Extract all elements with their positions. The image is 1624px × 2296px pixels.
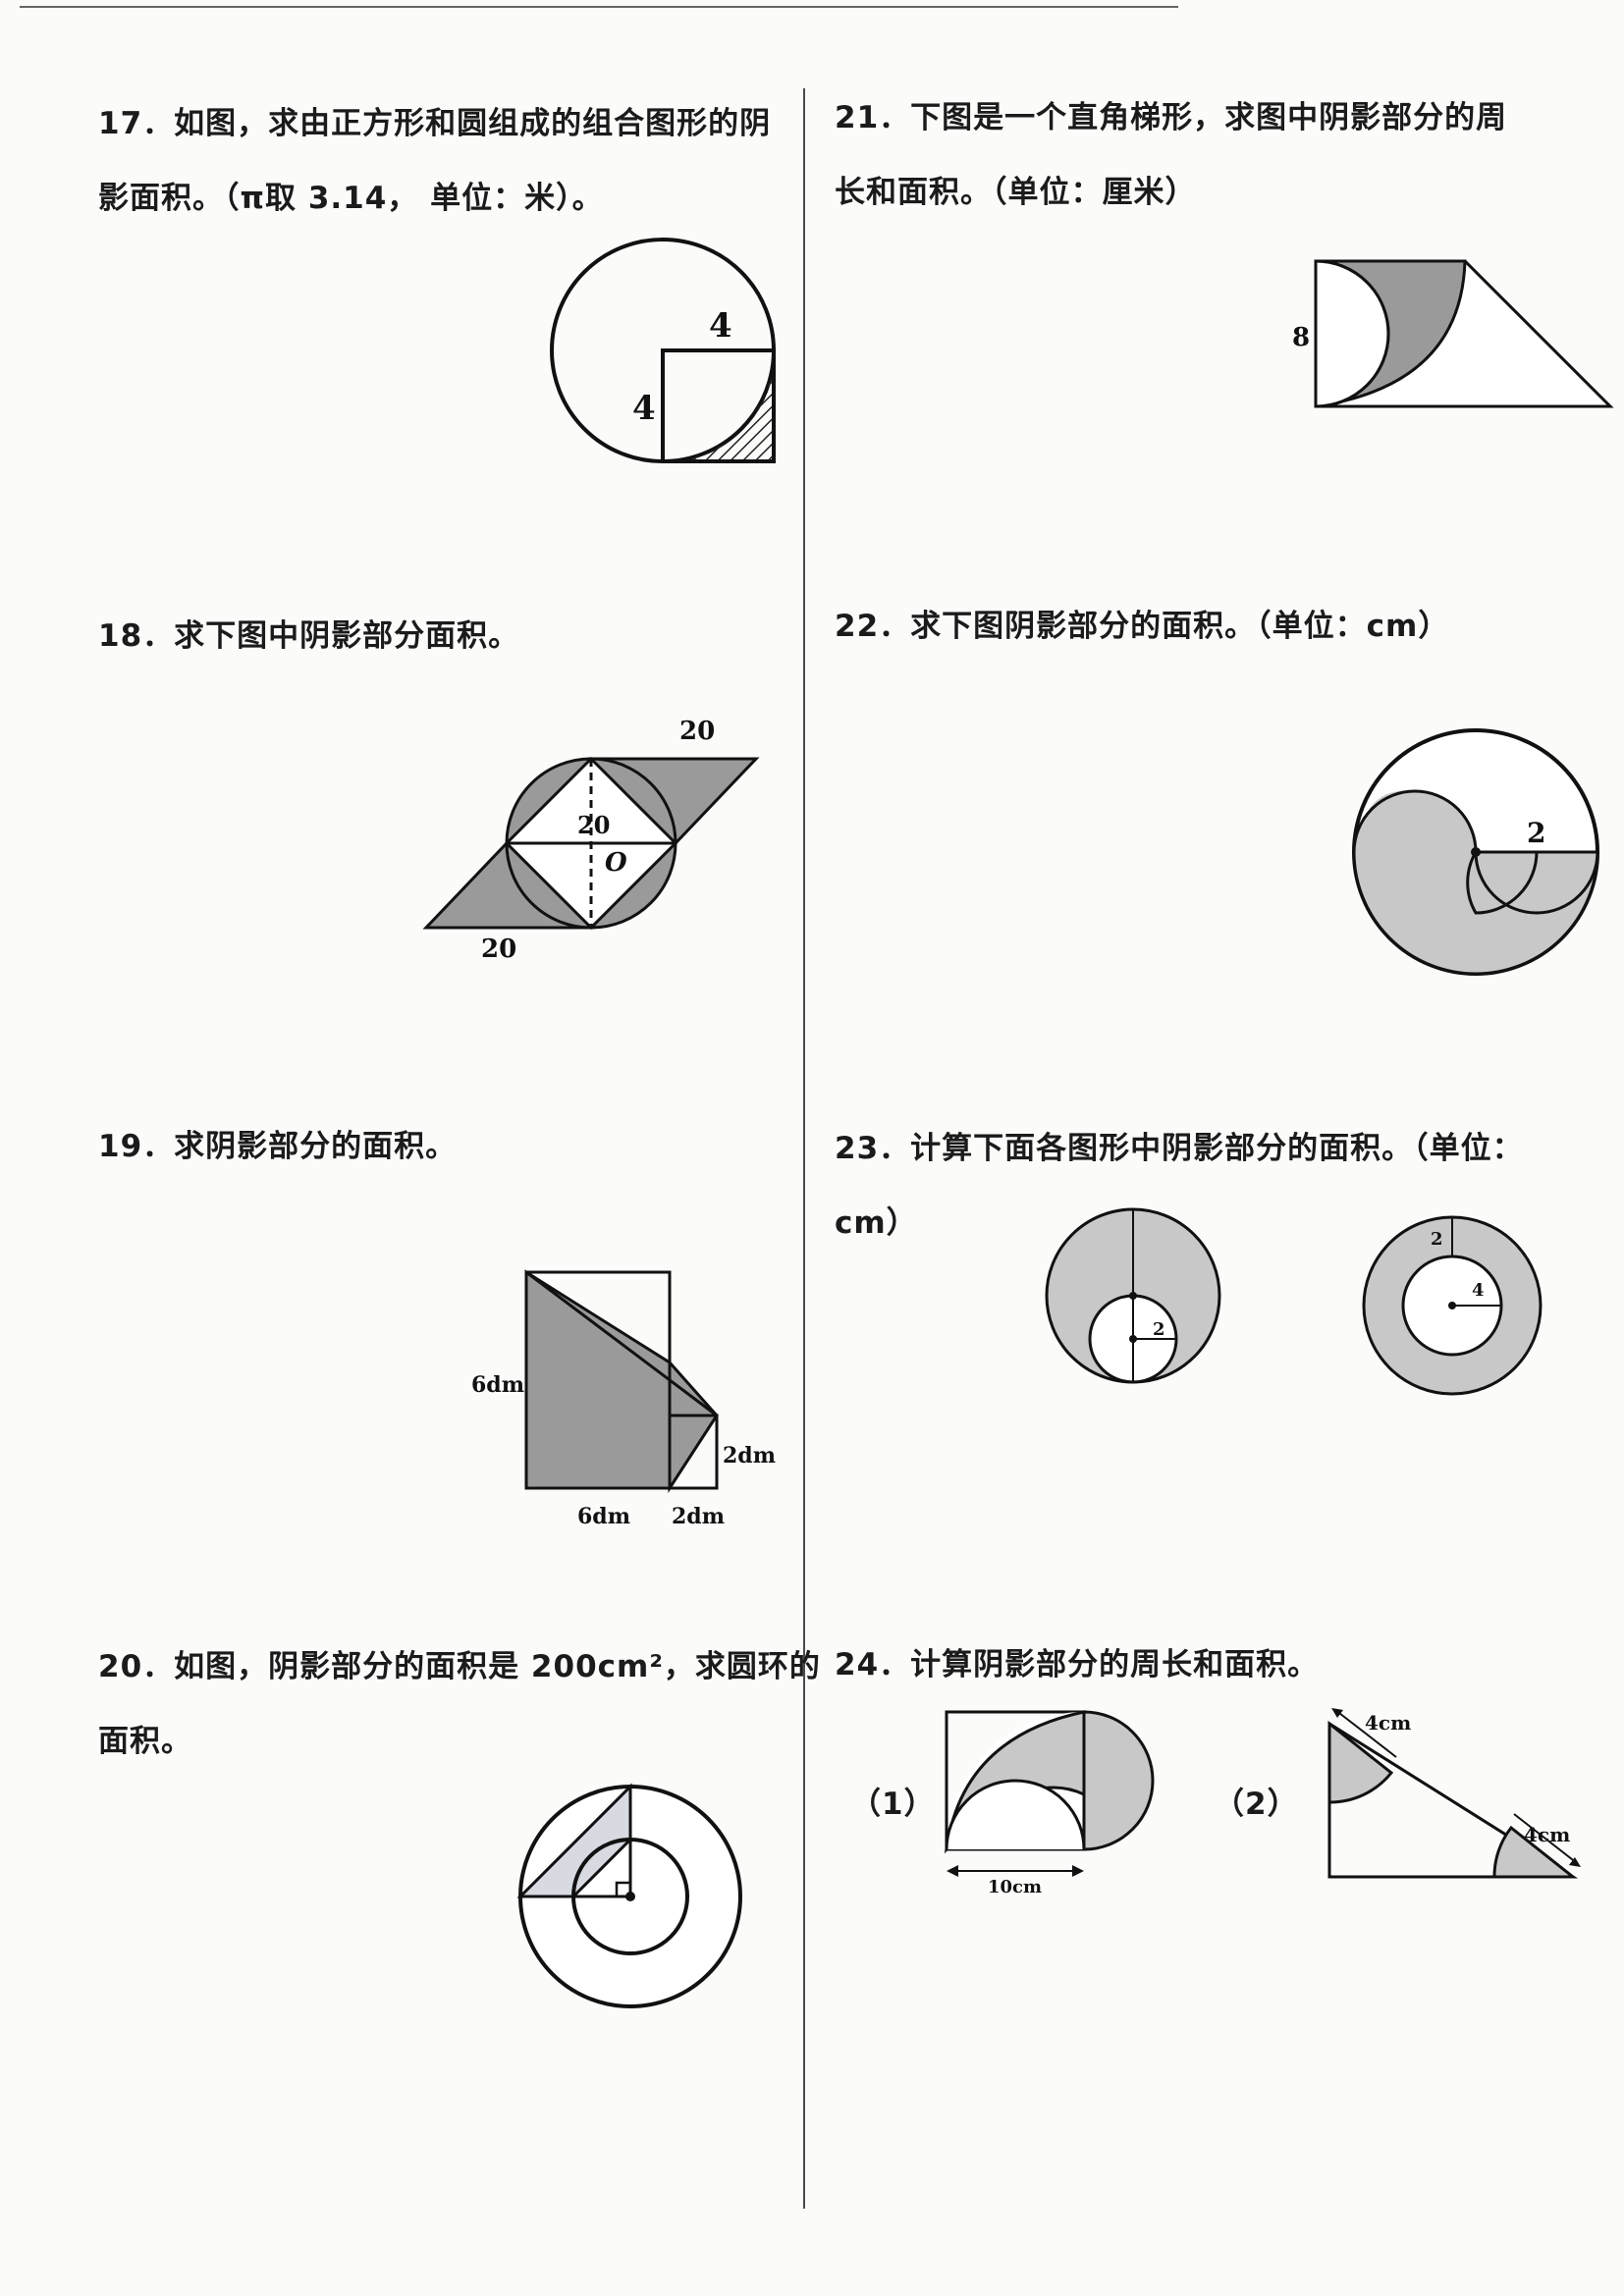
figure-24b: 4cm 4cm <box>1327 1708 1581 1879</box>
question-21-line-1: 21．下图是一个直角梯形，求图中阴影部分的周 <box>835 100 1508 135</box>
q18-label-center: 20 <box>577 811 610 839</box>
figure-20 <box>516 1783 742 2008</box>
question-17-line-2: 影面积。（π取 3.14， 单位：米）。 <box>98 181 604 216</box>
q24b-dim-arrow-bottom <box>1569 1857 1581 1867</box>
q24b-dim-arrow-top <box>1331 1708 1343 1718</box>
figure-21: 8 <box>1292 259 1614 408</box>
question-24: 24．计算阴影部分的周长和面积。 <box>835 1628 1319 1702</box>
q24a-bottom-arc <box>945 1779 1086 1850</box>
question-17-line-1: 17．如图，求由正方形和圆组成的组合图形的阴 <box>98 106 772 141</box>
question-19-text: 19．求阴影部分的面积。 <box>98 1129 458 1164</box>
figure-22: 2 <box>1352 728 1599 976</box>
q21-semicircle <box>1315 259 1390 408</box>
q24b-dim-line-top <box>1334 1709 1397 1758</box>
question-20-line-1: 20．如图，阴影部分的面积是 200cm²，求圆环的 <box>98 1649 821 1684</box>
q24a-arrow-left <box>947 1865 958 1877</box>
q22-inner-curve <box>1474 851 1599 915</box>
q23a-label: 2 <box>1153 1319 1165 1340</box>
q22-shaded-main <box>1352 789 1599 976</box>
q24b-sector-bottom <box>1492 1825 1578 1879</box>
q17-hatched-region <box>663 350 774 461</box>
figure-19: 6dm 2dm 6dm 2dm <box>471 1269 776 1529</box>
question-22-text: 22．求下图阴影部分的面积。（单位：cm） <box>835 609 1450 644</box>
q20-center-dot <box>625 1892 635 1901</box>
q23b-label-top: 2 <box>1431 1229 1443 1250</box>
q23a-top-dot <box>1129 1292 1137 1300</box>
figure-24a: 10cm <box>944 1710 1155 1897</box>
q19-label-right: 2dm <box>723 1443 776 1468</box>
column-divider <box>803 88 805 2209</box>
q17-label-side: 4 <box>632 389 656 428</box>
question-23: 23．计算下面各图形中阴影部分的面积。（单位： cm） <box>835 1111 1524 1260</box>
q24b-sector-top <box>1327 1720 1394 1804</box>
question-23-line-1: 23．计算下面各图形中阴影部分的面积。（单位： <box>835 1131 1524 1166</box>
question-18: 18．求下图中阴影部分面积。 <box>98 599 519 673</box>
q19-diagonal <box>525 1270 718 1417</box>
q19-label-left: 6dm <box>471 1372 524 1398</box>
question-22: 22．求下图阴影部分的面积。（单位：cm） <box>835 589 1449 664</box>
q24-part-1-label: （1） <box>850 1787 936 1822</box>
q18-label-top: 20 <box>679 717 715 746</box>
q24-part-2-label: （2） <box>1214 1787 1299 1822</box>
question-21: 21．下图是一个直角梯形，求图中阴影部分的周 长和面积。（单位：厘米） <box>835 80 1507 230</box>
figure-17: 4 4 <box>550 238 776 463</box>
question-20: 20．如图，阴影部分的面积是 200cm²，求圆环的 面积。 <box>98 1629 821 1779</box>
q18-label-bottom: 20 <box>481 934 516 964</box>
figure-18: 20 20 O 20 <box>422 717 760 964</box>
figure-23a: 2 <box>1045 1207 1221 1384</box>
q17-label-top: 4 <box>709 306 732 346</box>
q20-right-angle-mark <box>615 1881 632 1898</box>
figure-23b: 2 4 <box>1362 1215 1543 1396</box>
q19-label-bottom-right: 2dm <box>672 1504 725 1529</box>
q18-label-o: O <box>605 848 627 878</box>
q22-center-dot <box>1471 847 1481 857</box>
q24b-label-4cm-a: 4cm <box>1365 1711 1411 1735</box>
q24b-dim-line-bottom <box>1513 1813 1578 1864</box>
q17-square <box>661 348 776 463</box>
question-24-text: 24．计算阴影部分的周长和面积。 <box>835 1647 1320 1682</box>
q19-small-square <box>668 1414 719 1490</box>
q24a-arrow-right <box>1072 1865 1084 1877</box>
q22-label-r: 2 <box>1527 817 1545 849</box>
question-20-line-2: 面积。 <box>98 1724 192 1759</box>
q24a-right-semicircle <box>1082 1710 1155 1851</box>
q24b-label-4cm-b: 4cm <box>1524 1823 1570 1846</box>
question-21-line-2: 长和面积。（单位：厘米） <box>835 175 1197 210</box>
question-23-line-2: cm） <box>835 1205 918 1241</box>
q24a-label-10cm: 10cm <box>988 1877 1042 1897</box>
q21-label-side: 8 <box>1292 323 1310 352</box>
q19-shaded-left <box>524 1269 672 1490</box>
question-18-text: 18．求下图中阴影部分面积。 <box>98 618 520 654</box>
q19-label-bottom-left: 6dm <box>577 1504 630 1529</box>
q23a-center-dot <box>1129 1335 1137 1343</box>
q19-shaded-right <box>668 1359 719 1494</box>
question-19: 19．求阴影部分的面积。 <box>98 1109 457 1184</box>
top-rule <box>20 6 1178 8</box>
q23b-center-dot <box>1448 1302 1456 1309</box>
question-17: 17．如图，求由正方形和圆组成的组合图形的阴 影面积。（π取 3.14， 单位：… <box>98 86 771 236</box>
q23b-label-r: 4 <box>1472 1280 1485 1301</box>
